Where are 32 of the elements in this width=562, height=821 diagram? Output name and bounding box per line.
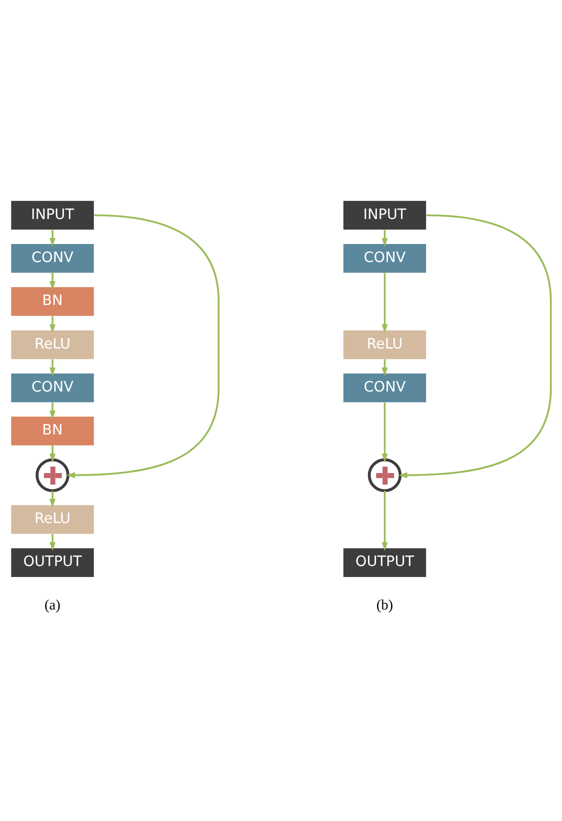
node-circle (368, 458, 402, 492)
arrow (49, 316, 56, 334)
arrow (398, 214, 552, 478)
node-circle (36, 458, 70, 492)
node-box: CONV (343, 373, 426, 402)
node-box: ReLU (11, 505, 94, 534)
label: (b) (376, 597, 394, 614)
arrow (382, 230, 388, 247)
node-box: OUTPUT (11, 548, 94, 577)
arrow (49, 534, 56, 551)
node-box: INPUT (343, 200, 426, 230)
arrow (66, 214, 220, 478)
node-box: INPUT (11, 200, 94, 230)
arrow (49, 445, 56, 462)
node-box: CONV (11, 244, 94, 273)
label: (a) (44, 597, 60, 614)
arrow (382, 272, 388, 333)
node-box: BN (11, 416, 94, 446)
node-box: ReLU (11, 330, 94, 360)
node-box: ReLU (343, 330, 426, 360)
node-box: BN (11, 287, 94, 316)
arrow (382, 402, 388, 462)
arrow (49, 402, 56, 420)
arrow (49, 359, 56, 376)
arrow (49, 230, 56, 247)
arrow (49, 273, 56, 290)
node-box: OUTPUT (343, 548, 426, 577)
arrow (382, 490, 388, 551)
arrow (382, 359, 388, 376)
node-box: CONV (343, 244, 426, 273)
node-box: CONV (11, 373, 94, 402)
arrow (49, 490, 56, 508)
